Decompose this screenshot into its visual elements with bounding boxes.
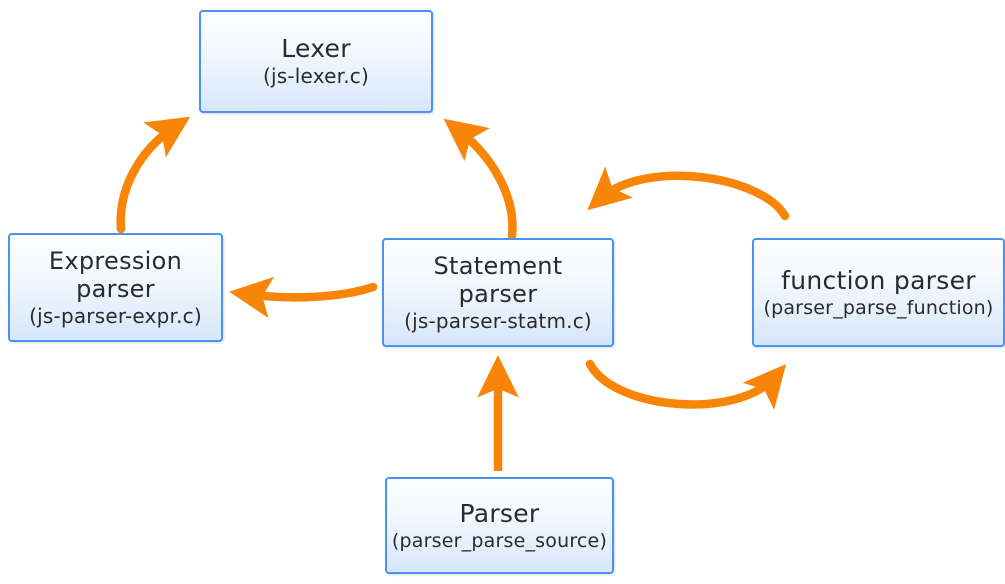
arrow-statement-to-function — [585, 359, 787, 410]
node-function-parser-title: function parser — [781, 266, 976, 296]
node-parser-subtitle: (parser_parse_source) — [391, 529, 608, 552]
node-statement-parser[interactable]: Statement parser (js-parser-statm.c) — [382, 238, 614, 347]
arrow-function-to-statement — [587, 166, 790, 221]
node-statement-parser-title-line2: parser — [458, 280, 538, 309]
node-expression-parser-title: Expression — [48, 246, 183, 275]
arrow-expression-to-lexer — [116, 116, 191, 234]
node-statement-parser-title: Statement — [433, 251, 563, 280]
node-function-parser-subtitle: (parser_parse_function) — [763, 296, 994, 319]
node-parser[interactable]: Parser (parser_parse_source) — [385, 477, 614, 574]
node-lexer-title: Lexer — [281, 34, 351, 64]
node-function-parser[interactable]: function parser (parser_parse_function) — [752, 238, 1005, 347]
node-statement-parser-subtitle: (js-parser-statm.c) — [404, 308, 592, 333]
node-lexer-subtitle: (js-lexer.c) — [263, 63, 369, 88]
arrow-statement-to-expression — [229, 276, 378, 319]
node-expression-parser-subtitle: (js-parser-expr.c) — [29, 303, 202, 328]
node-parser-title: Parser — [459, 499, 540, 529]
node-lexer[interactable]: Lexer (js-lexer.c) — [199, 10, 433, 113]
node-expression-parser-title-line2: parser — [76, 275, 155, 304]
node-expression-parser[interactable]: Expression parser (js-parser-expr.c) — [8, 233, 223, 342]
arrow-statement-to-lexer — [443, 118, 517, 241]
